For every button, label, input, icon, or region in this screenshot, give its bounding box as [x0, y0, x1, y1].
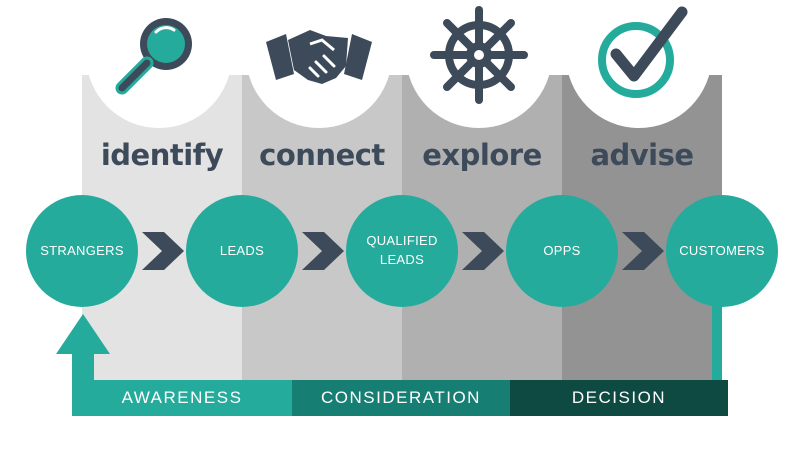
icon-circle-explore — [406, 0, 552, 128]
chevron-right-icon — [622, 232, 664, 270]
icon-circle-identify — [86, 0, 232, 128]
stage-leads: LEADS — [186, 195, 298, 307]
icon-circle-connect — [246, 0, 392, 128]
verb-identify: identify — [100, 138, 224, 172]
stage-customers: CUSTOMERS — [666, 195, 778, 307]
icon-circle-advise — [566, 0, 712, 128]
phase-decision: DECISION — [510, 380, 728, 416]
stage-strangers: STRANGERS — [26, 195, 138, 307]
stage-qualified-leads-label: QUALIFIED LEADS — [366, 233, 438, 267]
phase-consideration: CONSIDERATION — [292, 380, 510, 416]
return-arrow-shaft — [72, 352, 94, 382]
verb-connect: connect — [259, 138, 385, 172]
chevron-right-icon — [142, 232, 184, 270]
ship-wheel-icon — [430, 6, 528, 104]
handshake-icon — [266, 30, 372, 84]
chevron-right-icon — [302, 232, 344, 270]
return-line — [712, 300, 722, 382]
stage-opps: OPPS — [506, 195, 618, 307]
phase-awareness: AWARENESS — [72, 380, 292, 416]
checkmark-icon — [598, 6, 688, 98]
verb-explore: explore — [422, 138, 542, 172]
stage-qualified-leads: QUALIFIED LEADS — [346, 195, 458, 307]
chevron-right-icon — [462, 232, 504, 270]
verb-advise: advise — [590, 138, 694, 172]
up-arrow-icon — [56, 314, 110, 354]
magnifying-glass-icon — [115, 18, 192, 95]
